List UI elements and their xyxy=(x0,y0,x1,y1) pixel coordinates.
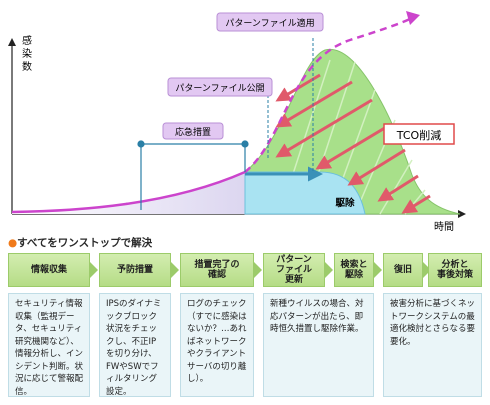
step-header-recovery: 復旧 xyxy=(383,253,431,287)
step-header-pattern-update: パターン ファイル 更新 xyxy=(263,253,333,287)
infection-curve xyxy=(11,170,246,214)
y-axis-label: 感染数 xyxy=(22,34,32,73)
step-header-search-removal: 検索と 駆除 xyxy=(334,253,382,287)
step-header-prevention: 予防措置 xyxy=(99,253,179,287)
step-body-prevention: IPSのダイナミックブロック状況をチェックし、不正IPを切り分け、FWやSWでフ… xyxy=(99,293,171,397)
step-header-analysis: 分析と 事後対策 xyxy=(428,253,482,287)
label-removal: 駆除 xyxy=(334,197,355,209)
label-box-emergency xyxy=(162,122,224,140)
step-body-info-collection: セキュリティ情報収集（監視データ、セキュリティ研究機関など）、情報分析し、インシ… xyxy=(8,293,90,397)
step-body-confirmation: ログのチェック（すでに感染はないか？…あればネットワークやクライアントサーバの切… xyxy=(180,293,254,397)
y-axis-label-char: 数 xyxy=(22,60,32,73)
steps-title-text: すべてをワンストップで解決 xyxy=(17,237,153,249)
infection-diagram: パターンファイル適用 パターンファイル公開 応急措置 TCO削減 駆除 感染数 … xyxy=(8,11,466,232)
y-axis-label-char: 感 xyxy=(22,34,32,47)
label-box-tco xyxy=(383,123,455,145)
label-tco: TCO削減 xyxy=(396,128,441,142)
y-axis-label-char: 染 xyxy=(22,47,32,60)
x-axis-label: 時間 xyxy=(434,221,454,232)
x-axis-arrowhead xyxy=(458,210,466,218)
step-body-analysis: 被害分析に基づくネットワークシステムの最適化検討とさらなる要要化。 xyxy=(383,293,482,397)
label-pattern-released: パターンファイル公開 xyxy=(175,83,264,94)
emergency-bracket xyxy=(137,140,249,210)
step-body-pattern-update: 新種ウイルスの場合、対応パターンが出たら、即時恒久措置し駆除作業。 xyxy=(263,293,374,397)
label-box-pattern-applied xyxy=(216,12,324,32)
label-pattern-applied: パターンファイル適用 xyxy=(225,17,314,29)
label-emergency: 応急措置 xyxy=(175,126,211,138)
y-axis-arrowhead xyxy=(8,38,16,46)
bullet: ● xyxy=(8,237,18,249)
step-header-confirmation: 措置完了の 確認 xyxy=(180,253,262,287)
step-header-info-collection: 情報収集 xyxy=(8,253,98,287)
label-box-pattern-released xyxy=(167,77,273,97)
projection-arrowhead xyxy=(406,11,420,25)
tco-arrows xyxy=(275,73,431,214)
steps-title: ●すべてをワンストップで解決 xyxy=(8,235,152,250)
infection-curve-projection xyxy=(244,16,413,173)
infection-base-area xyxy=(12,172,245,214)
